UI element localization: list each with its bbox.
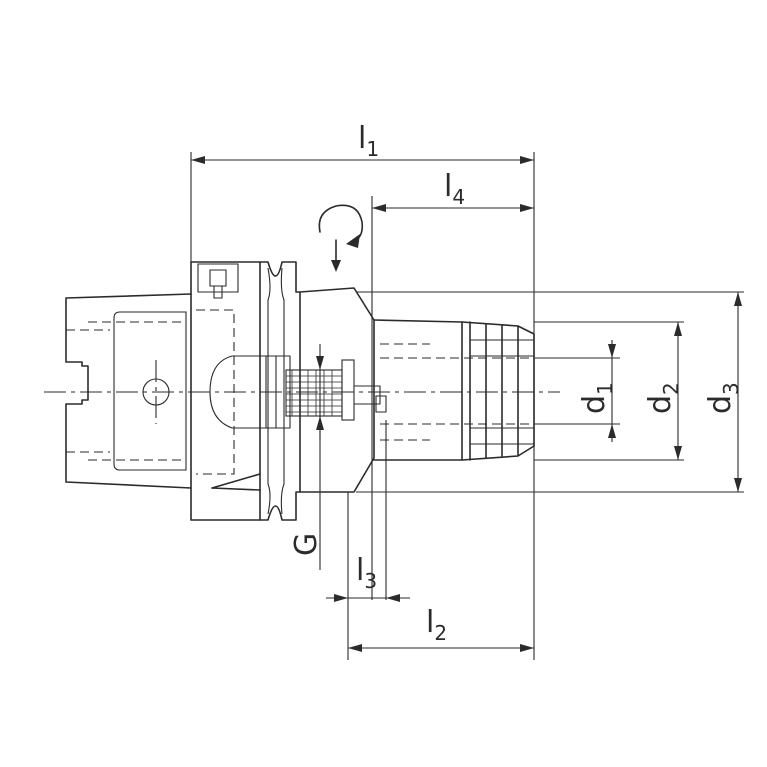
dimension-l2: l2 xyxy=(348,605,534,652)
dimension-l4: l4 xyxy=(372,169,534,212)
flange xyxy=(190,261,261,521)
draw-bar xyxy=(209,355,291,429)
key-slot-pin xyxy=(213,286,223,299)
dimension-d2: d2 xyxy=(643,322,683,460)
label-l1: l1 xyxy=(358,121,379,161)
extension-lines xyxy=(190,152,744,660)
dimension-d1: d1 xyxy=(577,340,617,442)
dimension-l1: l1 xyxy=(191,121,534,164)
collet-ribs xyxy=(461,321,535,461)
taper-shank xyxy=(65,293,192,489)
label-l2: l2 xyxy=(426,605,447,645)
collet-nose xyxy=(373,319,463,461)
label-l4: l4 xyxy=(444,169,465,209)
body-neck xyxy=(299,287,375,493)
shank-pocket xyxy=(113,311,187,471)
rotation-direction-icon xyxy=(318,204,364,272)
label-g: G xyxy=(289,533,324,556)
set-screw xyxy=(285,359,387,421)
flange-notch xyxy=(211,473,261,491)
dimension-l3: l3 xyxy=(326,553,410,602)
label-d1: d1 xyxy=(577,382,617,414)
bore-hidden xyxy=(380,343,534,441)
dimension-d3: d3 xyxy=(703,292,743,492)
label-l3: l3 xyxy=(356,553,377,593)
shank-hidden-lines xyxy=(66,321,186,461)
label-d2: d2 xyxy=(643,382,683,414)
key-slot xyxy=(197,263,239,293)
rib-grooves xyxy=(470,339,534,445)
tool-holder xyxy=(44,261,560,521)
label-d3: d3 xyxy=(703,382,743,414)
dimension-g: G xyxy=(289,344,324,556)
